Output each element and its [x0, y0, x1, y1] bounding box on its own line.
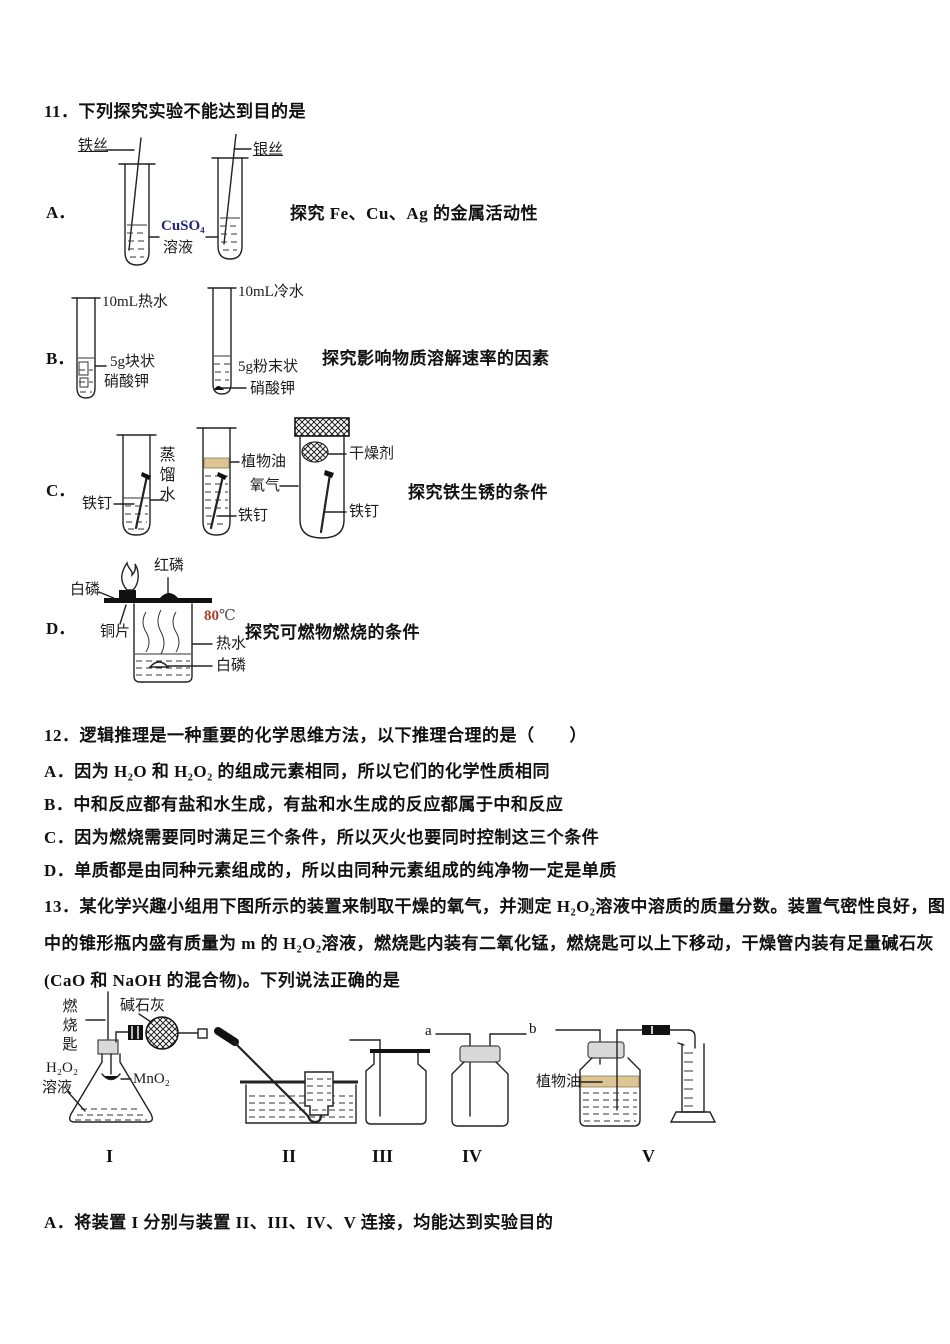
- temperature-unit: ℃: [219, 608, 236, 624]
- copper-sheet-label: 铜片: [100, 624, 131, 640]
- desiccant-label: 干燥剂: [349, 446, 395, 462]
- silver-wire-label: 银丝: [253, 142, 284, 158]
- iron-nail-label-2: 铁钉: [238, 508, 269, 524]
- q11-diagram-combustion: 红磷 白磷 铜片 80℃ 热水 白磷: [66, 554, 316, 694]
- q13-option-a: A．将装置 I 分别与装置 II、III、IV、V 连接，均能达到实验目的: [44, 1213, 554, 1232]
- q12-option-d: D．单质都是由同种元素组成的，所以由同种元素组成的纯净物一定是单质: [44, 861, 617, 880]
- lump-kno3-label-line1: 5g块状: [110, 354, 156, 370]
- q11-option-a-caption: 探究 Fe、Cu、Ag 的金属活动性: [290, 204, 538, 223]
- rusting-art: [113, 417, 350, 539]
- red-phosphorus-label: 红磷: [154, 558, 185, 574]
- temperature-value: 80: [204, 608, 219, 624]
- distilled-water-label: 蒸馏水: [156, 446, 174, 506]
- iron-nail-label-3: 铁钉: [349, 504, 380, 520]
- q12-option-c: C．因为燃烧需要同时满足三个条件，所以灭火也要同时控制这三个条件: [44, 828, 600, 847]
- h2o2-solution-label: 溶液: [42, 1080, 73, 1096]
- apparatus-label-3: III: [372, 1146, 394, 1166]
- q11-title: 11．下列探究实验不能达到目的是: [44, 102, 307, 121]
- q12-option-a: A．因为 H₂O 和 H₂O₂ 的组成元素相同，所以它们的化学性质相同: [44, 762, 550, 781]
- apparatus-label-1: I: [106, 1146, 114, 1166]
- port-a-label: a: [425, 1023, 432, 1039]
- q13-line-3: (CaO 和 NaOH 的混合物)。下列说法正确的是: [44, 971, 401, 990]
- iron-wire-label: 铁丝: [78, 138, 109, 154]
- metal-activity-art: [105, 134, 252, 266]
- q11-option-d-caption: 探究可燃物燃烧的条件: [245, 623, 420, 642]
- hot-water-label: 10mL热水: [102, 294, 168, 310]
- q12-title: 12．逻辑推理是一种重要的化学思维方法，以下推理合理的是（ ）: [44, 726, 587, 745]
- iron-nail-label-1: 铁钉: [82, 496, 113, 512]
- q11-option-c-letter: C．: [46, 481, 76, 500]
- q12-option-b: B．中和反应都有盐和水生成，有盐和水生成的反应都属于中和反应: [44, 795, 564, 814]
- white-phosphorus-top-label: 白磷: [70, 582, 101, 598]
- cuso4-label: CuSO₄: [161, 218, 205, 234]
- hot-water-label-d: 热水: [216, 636, 247, 652]
- powder-kno3-label-line1: 5g粉末状: [238, 359, 299, 375]
- h2o2-label: H₂O₂: [46, 1060, 79, 1076]
- apparatus-label-2: II: [282, 1146, 297, 1166]
- white-phosphorus-bottom-label: 白磷: [216, 658, 247, 674]
- soda-lime-label: 碱石灰: [120, 998, 166, 1014]
- dissolution-rate-art: [71, 287, 247, 399]
- vegetable-oil-label-v: 植物油: [536, 1074, 582, 1090]
- lump-kno3-label-line2: 硝酸钾: [104, 374, 150, 390]
- q11-diagram-rusting: 铁钉 蒸馏水 植物油 氧气 铁钉 干燥剂 铁钉: [68, 416, 413, 544]
- q13-line-2: 中的锥形瓶内盛有质量为 m 的 H₂O₂溶液，燃烧匙内装有二氧化锰，燃烧匙可以上…: [44, 934, 935, 953]
- q11-option-b-letter: B．: [46, 349, 75, 368]
- q11-option-b-caption: 探究影响物质溶解速率的因素: [322, 349, 550, 368]
- apparatus-art: [67, 991, 717, 1127]
- mno2-label: MnO₂: [133, 1071, 170, 1087]
- combustion-spoon-label: 燃烧匙: [60, 998, 77, 1055]
- apparatus-label-4: IV: [462, 1146, 483, 1166]
- temperature-label: 80℃: [204, 608, 236, 625]
- q11-diagram-metal-activity: 铁丝 银丝 CuSO₄ 溶液: [60, 134, 295, 282]
- combustion-art: [98, 561, 213, 683]
- q11-diagram-dissolution-rate: 10mL热水 5g块状 硝酸钾 10mL冷水 5g粉末状 硝酸钾: [68, 282, 348, 404]
- powder-kno3-label-line2: 硝酸钾: [250, 381, 296, 397]
- apparatus-label-5: V: [642, 1146, 655, 1166]
- q11-option-c-caption: 探究铁生锈的条件: [408, 483, 548, 502]
- q11-option-d-letter: D．: [46, 619, 76, 638]
- oxygen-label: 氧气: [250, 478, 281, 494]
- cold-water-label: 10mL冷水: [238, 284, 304, 300]
- q13-line-1: 13．某化学兴趣小组用下图所示的装置来制取干燥的氧气，并测定 H₂O₂溶液中溶质…: [44, 897, 946, 916]
- solution-label: 溶液: [163, 240, 194, 256]
- q11-option-a-letter: A．: [46, 203, 76, 222]
- port-b-label: b: [529, 1021, 537, 1037]
- vegetable-oil-label: 植物油: [241, 454, 287, 470]
- q13-apparatus-diagram: 燃烧匙 碱石灰 H₂O₂ 溶液 MnO₂ a b 植物油 I II III IV…: [40, 990, 770, 1175]
